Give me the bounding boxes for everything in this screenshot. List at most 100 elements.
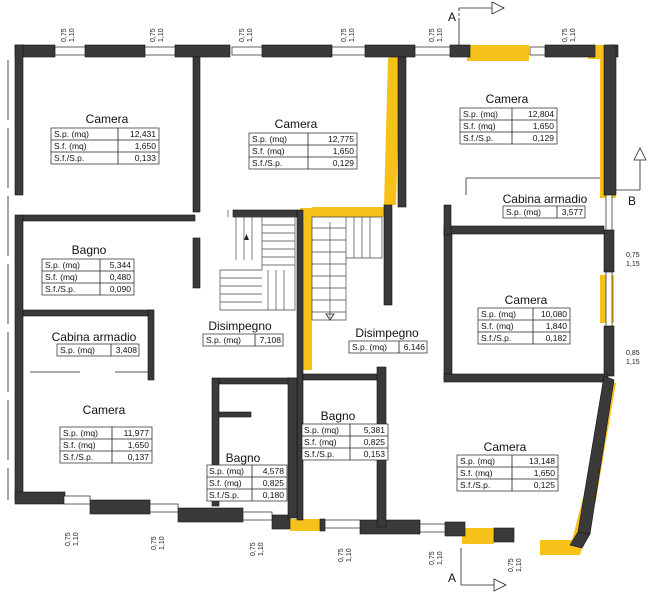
svg-text:0,75: 0,75 — [626, 252, 640, 259]
room-name: Disimpegno — [355, 326, 419, 340]
svg-text:7,108: 7,108 — [260, 335, 282, 345]
svg-text:0,129: 0,129 — [333, 158, 355, 168]
area-table: S.p. (mq)11,977 S.f. (mq)1,650 S.f./S.p.… — [59, 426, 153, 464]
svg-text:12,775: 12,775 — [328, 134, 354, 144]
svg-text:3,408: 3,408 — [116, 345, 138, 355]
svg-text:3,577: 3,577 — [562, 207, 584, 217]
svg-text:1,650: 1,650 — [135, 141, 157, 151]
svg-text:0,75: 0,75 — [151, 536, 158, 550]
window — [419, 523, 446, 533]
svg-text:1,650: 1,650 — [128, 440, 150, 450]
svg-text:1,10: 1,10 — [158, 28, 165, 42]
room-name: Camera — [275, 117, 318, 131]
svg-text:S.f. (mq): S.f. (mq) — [252, 146, 285, 156]
stairs-right — [311, 216, 383, 321]
svg-text:S.f./S.p.: S.f./S.p. — [54, 153, 84, 163]
section-marker-b: B — [616, 147, 647, 208]
svg-text:1,840: 1,840 — [546, 321, 568, 331]
room-names: Camera Camera Camera Cabina armadio Bagn… — [52, 92, 588, 465]
area-table: S.p. (mq)3,577 — [502, 205, 586, 219]
section-marker-a-bottom: A — [448, 548, 507, 592]
svg-text:S.f./S.p.: S.f./S.p. — [45, 284, 75, 294]
window-dimensions-bottom: 0,75 1,10 0,75 1,10 0,75 1,10 0,75 1,10 … — [65, 532, 523, 572]
svg-text:1,10: 1,10 — [516, 558, 523, 572]
svg-text:0,75: 0,75 — [239, 28, 246, 42]
section-label: A — [448, 571, 456, 585]
svg-text:0,75: 0,75 — [429, 28, 436, 42]
room-name: Camera — [86, 112, 129, 126]
window — [149, 503, 179, 513]
svg-text:S.p. (mq): S.p. (mq) — [206, 335, 241, 345]
svg-text:1,10: 1,10 — [349, 28, 356, 42]
window — [324, 519, 361, 529]
svg-text:0,090: 0,090 — [110, 284, 132, 294]
svg-text:S.f./S.p.: S.f./S.p. — [304, 449, 334, 459]
highlight-top-2 — [467, 45, 529, 61]
room-name: Camera — [83, 403, 126, 417]
svg-text:0,125: 0,125 — [534, 480, 556, 490]
room-name: Disimpegno — [208, 319, 272, 333]
window — [331, 46, 366, 56]
room-name: Camera — [505, 293, 548, 307]
area-table: S.p. (mq)5,344 S.f. (mq)0,480 S.f./S.p.0… — [41, 258, 135, 296]
svg-text:1,650: 1,650 — [534, 468, 556, 478]
section-label: A — [448, 10, 456, 24]
svg-text:5,381: 5,381 — [364, 425, 386, 435]
svg-text:1,650: 1,650 — [333, 146, 355, 156]
window-dimensions-right: 0,75 1,15 0,85 1,15 — [626, 252, 640, 366]
svg-text:S.f. (mq): S.f. (mq) — [304, 437, 337, 447]
window — [414, 46, 451, 56]
svg-text:0,133: 0,133 — [135, 153, 157, 163]
window — [144, 46, 176, 56]
svg-text:S.p. (mq): S.p. (mq) — [460, 456, 495, 466]
svg-text:0,75: 0,75 — [429, 551, 436, 565]
svg-text:S.f. (mq): S.f. (mq) — [463, 121, 496, 131]
svg-text:S.p. (mq): S.p. (mq) — [54, 129, 89, 139]
area-table: S.p. (mq) 7,108 — [202, 333, 284, 347]
area-table: S.p. (mq)3,408 — [56, 343, 140, 357]
svg-text:0,75: 0,75 — [338, 548, 345, 562]
window — [605, 194, 613, 231]
window — [242, 511, 273, 521]
svg-text:S.p. (mq): S.p. (mq) — [481, 309, 516, 319]
svg-text:1,15: 1,15 — [626, 261, 640, 268]
svg-text:S.f./S.p.: S.f./S.p. — [209, 490, 239, 500]
svg-text:1,10: 1,10 — [159, 536, 166, 550]
svg-text:1,10: 1,10 — [570, 28, 577, 42]
svg-text:S.f./S.p.: S.f./S.p. — [460, 480, 490, 490]
svg-text:0,480: 0,480 — [110, 272, 132, 282]
highlight-bottom-mid — [462, 528, 494, 544]
svg-text:1,10: 1,10 — [437, 551, 444, 565]
svg-text:0,129: 0,129 — [533, 133, 555, 143]
svg-text:0,75: 0,75 — [341, 28, 348, 42]
room-name: Bagno — [226, 451, 261, 465]
svg-text:S.p. (mq): S.p. (mq) — [252, 134, 287, 144]
svg-text:0,153: 0,153 — [364, 449, 386, 459]
svg-text:1,10: 1,10 — [437, 28, 444, 42]
svg-text:0,180: 0,180 — [263, 490, 285, 500]
svg-text:6,146: 6,146 — [404, 342, 426, 352]
svg-text:10,080: 10,080 — [541, 309, 567, 319]
room-name: Cabina armadio — [52, 330, 137, 344]
section-marker-a-top: A — [448, 1, 505, 45]
area-table: S.p. (mq) 13,148 S.f. (mq) 1,650 S.f./S.p.… — [456, 454, 559, 492]
svg-text:0,75: 0,75 — [61, 28, 68, 42]
room-name: Camera — [486, 92, 529, 106]
svg-text:0,85: 0,85 — [626, 350, 640, 357]
svg-text:1,10: 1,10 — [258, 542, 265, 556]
svg-text:S.f. (mq): S.f. (mq) — [460, 468, 493, 478]
area-table: S.p. (mq)12,431 S.f. (mq)1,650 S.f./S.p.… — [50, 127, 160, 165]
svg-text:S.f. (mq): S.f. (mq) — [209, 478, 242, 488]
svg-text:S.f. (mq): S.f. (mq) — [63, 440, 96, 450]
svg-text:S.f./S.p.: S.f./S.p. — [252, 158, 282, 168]
window-dimensions-top: 0,75 1,10 0,75 1,10 0,75 1,10 0,75 1,10 … — [61, 28, 577, 42]
svg-text:0,75: 0,75 — [508, 558, 515, 572]
svg-text:1,10: 1,10 — [247, 28, 254, 42]
svg-text:S.f. (mq): S.f. (mq) — [45, 272, 78, 282]
svg-text:0,75: 0,75 — [250, 542, 257, 556]
svg-text:0,825: 0,825 — [263, 478, 285, 488]
stairs-left — [219, 210, 296, 311]
svg-text:1,10: 1,10 — [69, 28, 76, 42]
svg-text:13,148: 13,148 — [529, 456, 555, 466]
svg-text:S.p. (mq): S.p. (mq) — [304, 425, 339, 435]
